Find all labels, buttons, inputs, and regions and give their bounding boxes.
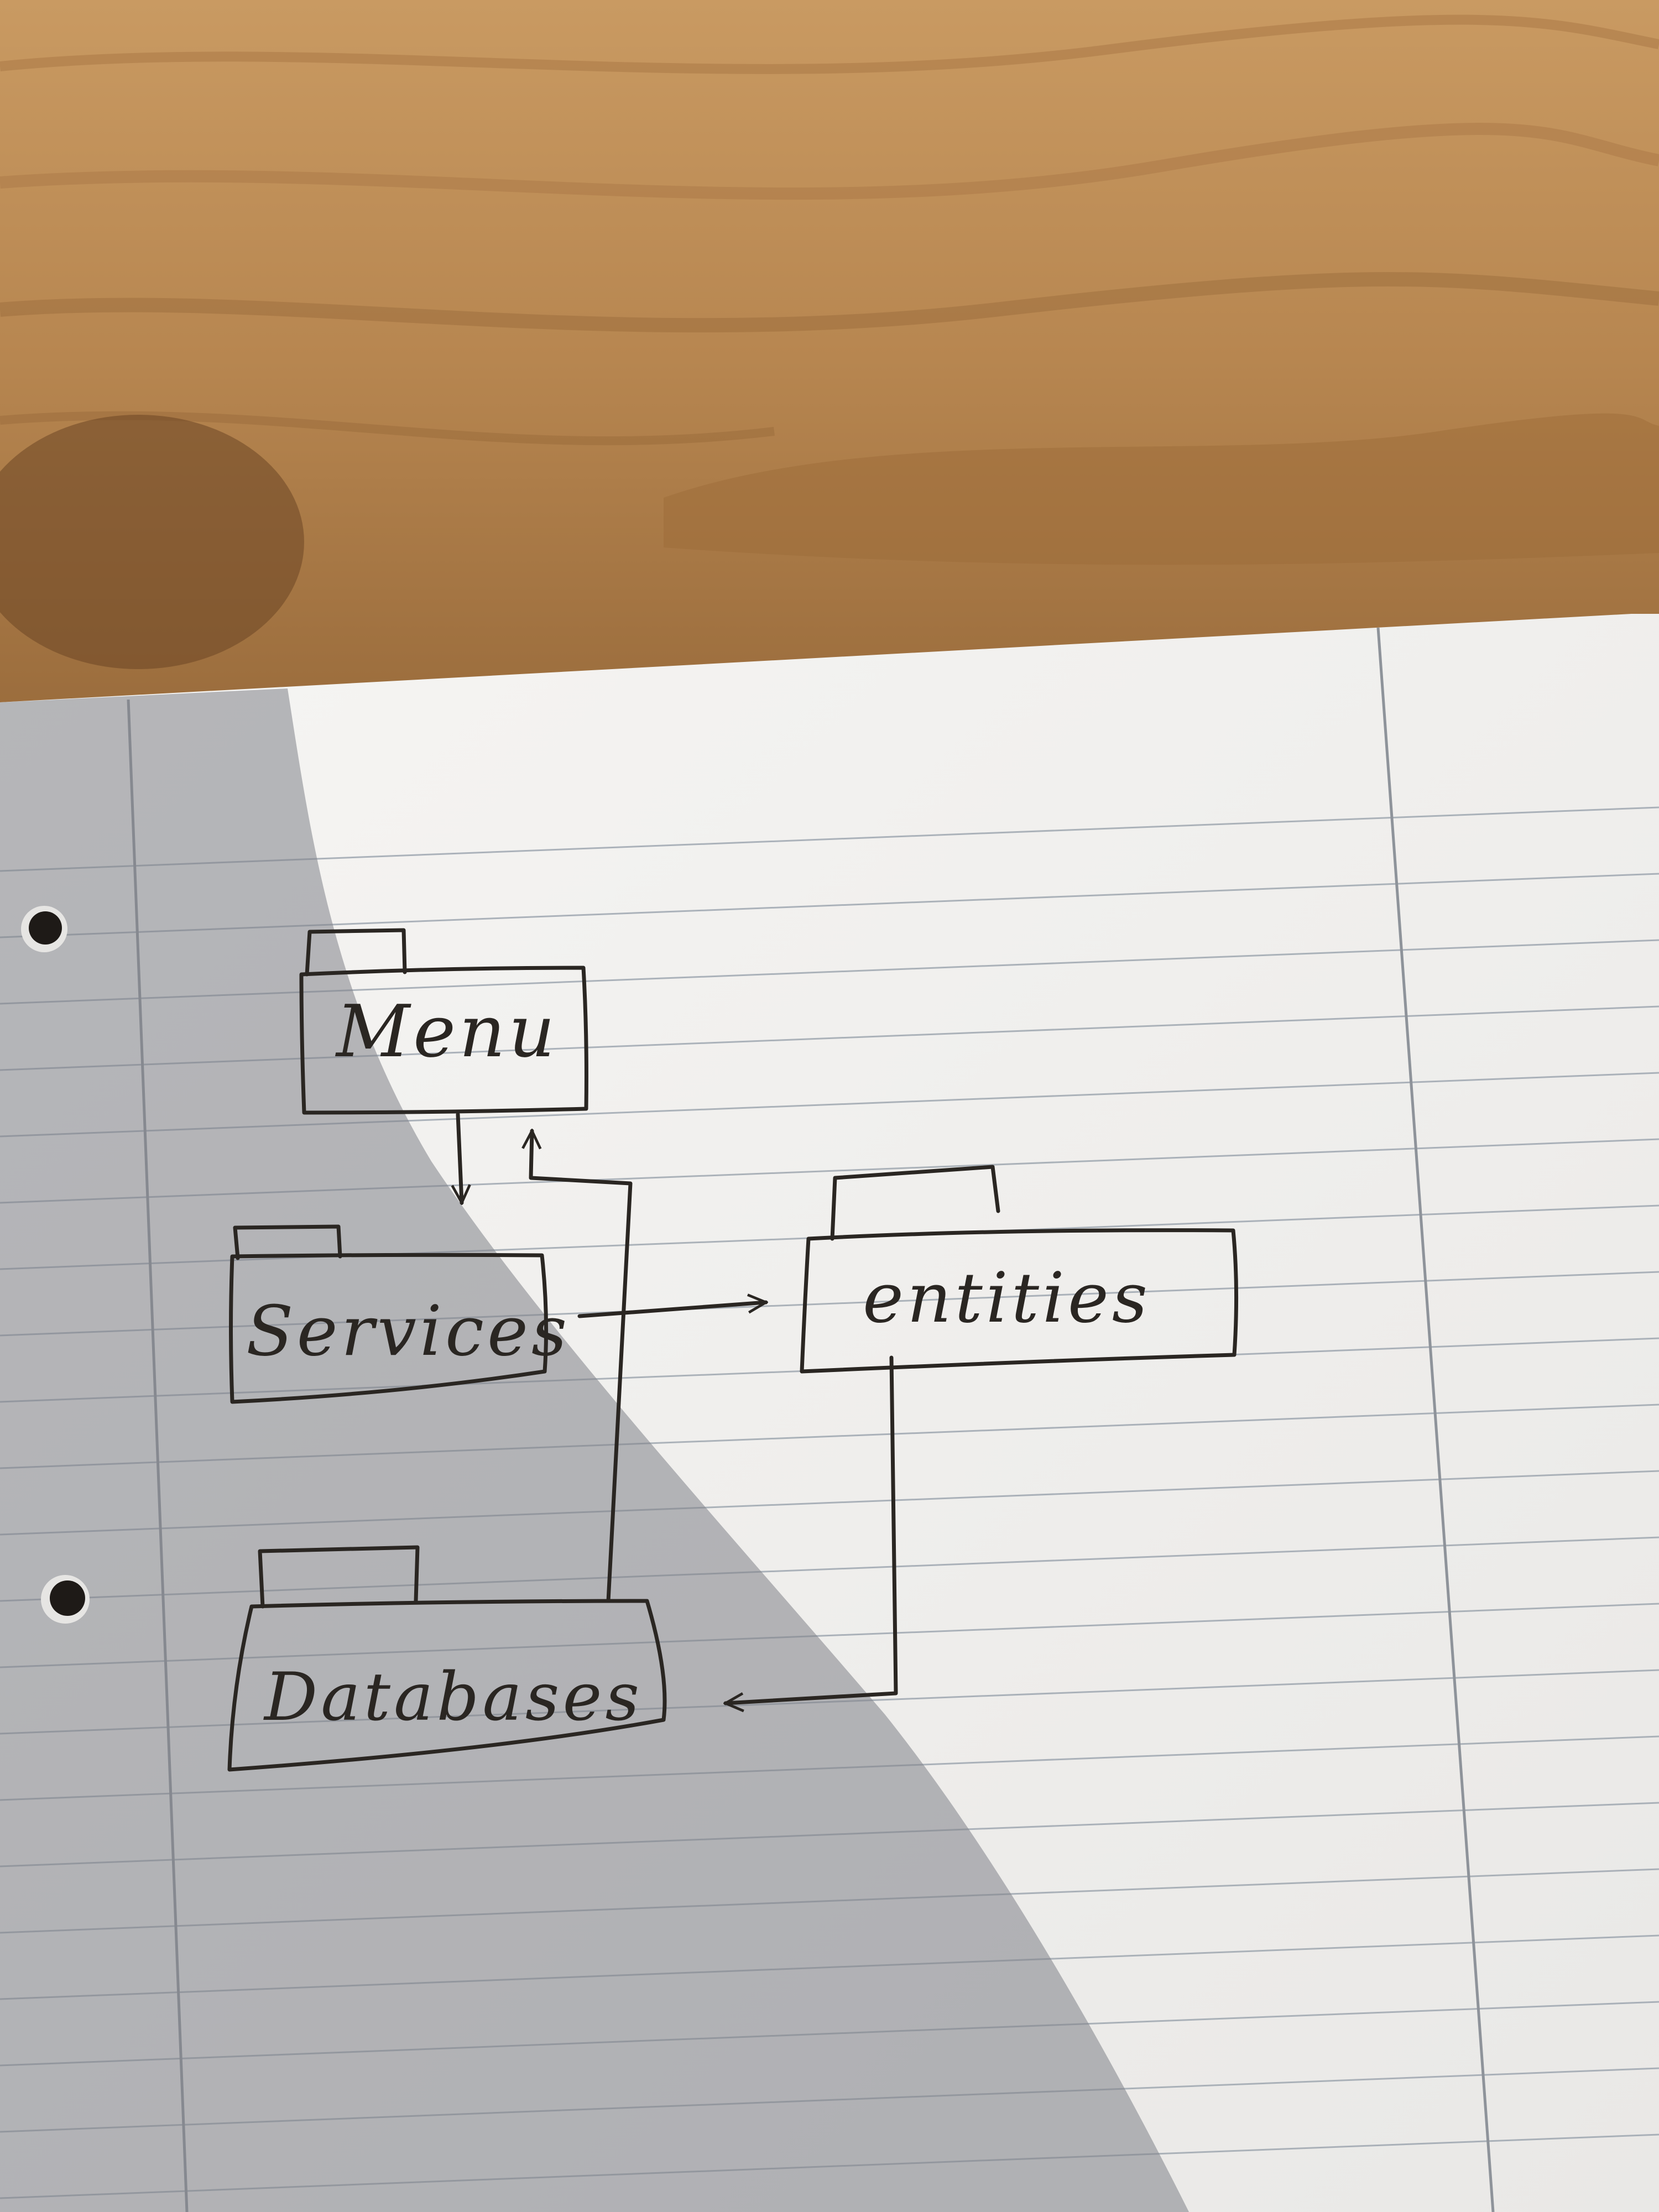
package-tab [233, 1224, 342, 1260]
package-body [227, 1599, 667, 1772]
edge-services-to-entities [577, 1302, 766, 1318]
package-tab [830, 1165, 1000, 1241]
edge-menu-to-services [458, 1112, 462, 1203]
package-body [800, 1228, 1239, 1374]
package-services: Services [229, 1224, 570, 1404]
punch-hole [41, 1575, 90, 1624]
wood-grain [0, 272, 1659, 333]
notebook-paper [0, 614, 1659, 2212]
package-diagram: Menu Services entities Databases [227, 928, 1239, 1772]
edge-databases-to-menu [531, 1131, 633, 1603]
punch-hole [21, 906, 67, 952]
package-entities: entities [800, 1165, 1239, 1374]
wood-grain [664, 413, 1659, 565]
package-body [229, 1253, 549, 1404]
package-label: entities [863, 1258, 1151, 1338]
edge-entities-to-databases [726, 1355, 898, 1703]
package-menu: Menu [299, 928, 588, 1115]
package-label: Menu [335, 989, 559, 1073]
package-body [299, 966, 588, 1115]
package-label: Databases [263, 1659, 643, 1736]
wood-grain [0, 14, 1659, 74]
package-tab [258, 1545, 420, 1609]
right-margin-line [1376, 627, 1495, 2212]
wood-grain [0, 123, 1659, 200]
package-tab [305, 928, 407, 977]
package-databases: Databases [227, 1545, 667, 1772]
wooden-desk [0, 0, 1659, 719]
package-label: Services [246, 1291, 570, 1371]
photo-shadow [0, 688, 1189, 2212]
hand-shadow [0, 415, 304, 669]
